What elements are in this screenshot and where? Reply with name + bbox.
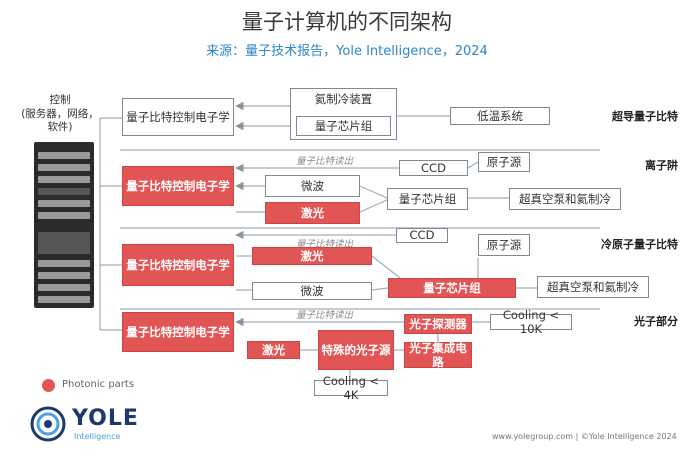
ca-quantum-chip: 量子芯片组: [388, 278, 516, 298]
ph-special-photon-source: 特殊的光子源: [318, 330, 394, 370]
page-title: 量子计算机的不同架构: [242, 10, 452, 34]
ion-atom-source: 原子源: [478, 152, 530, 172]
ph-photonic-integrated-circuit: 光子集成电路: [404, 341, 472, 369]
ion-laser: 激光: [265, 202, 360, 224]
ph-readout-label: 量子比特读出: [296, 310, 354, 321]
yole-logo-sub: Intelligence: [74, 432, 121, 441]
ph-photon-detector: 光子探测器: [404, 314, 472, 334]
row-label-ion-trap: 离子阱: [645, 159, 678, 172]
yole-logo-icon: [30, 406, 66, 442]
row-label-cold-atom: 冷原子量子比特: [601, 238, 678, 251]
ion-microwave: 微波: [265, 175, 360, 197]
ph-control-electronics: 量子比特控制电子学: [122, 312, 234, 352]
ca-atom-source: 原子源: [478, 234, 530, 256]
control-label-line-2: (服务器，网络，: [21, 107, 99, 120]
ion-readout-label: 量子比特读出: [296, 156, 354, 167]
sc-control-electronics: 量子比特控制电子学: [122, 98, 234, 136]
ca-control-electronics: 量子比特控制电子学: [122, 244, 234, 286]
footer-credit: www.yolegroup.com | ©Yole Intelligence 2…: [492, 432, 677, 441]
ph-cooling-10k: Cooling < 10K: [490, 308, 572, 336]
control-label-line-3: 软件): [47, 121, 73, 134]
ion-quantum-chip: 量子芯片组: [387, 188, 468, 210]
sc-quantum-chip: 量子芯片组: [296, 116, 391, 136]
server-rack-icon: [34, 142, 94, 308]
ph-cooling-4k: Cooling < 4K: [314, 374, 388, 402]
ca-vacuum-cooling: 超真空泵和氦制冷: [537, 276, 649, 298]
row-label-superconducting: 超导量子比特: [612, 110, 678, 123]
control-label: 控制 (服务器，网络， 软件): [12, 94, 108, 135]
legend-photonic-dot: [42, 379, 55, 392]
ca-ccd: CCD: [396, 228, 448, 243]
row-label-photonic: 光子部分: [634, 315, 678, 328]
control-label-line-1: 控制: [49, 94, 71, 106]
ion-control-electronics: 量子比特控制电子学: [122, 166, 234, 206]
ph-laser: 激光: [247, 341, 300, 359]
yole-logo-name: YOLE: [72, 406, 139, 431]
ca-microwave: 微波: [252, 282, 372, 300]
sc-cryo-system: 低温系统: [450, 107, 550, 125]
page-subtitle: 来源：量子技术报告，Yole Intelligence，2024: [206, 44, 488, 59]
legend-photonic-text: Photonic parts: [62, 379, 135, 390]
ca-laser: 激光: [252, 247, 372, 265]
ion-vacuum-cooling: 超真空泵和氦制冷: [509, 188, 621, 210]
ion-ccd: CCD: [399, 160, 468, 176]
sc-helium-cooler: 氦制冷装置: [314, 91, 373, 106]
ca-readout-label: 量子比特读出: [296, 239, 354, 250]
